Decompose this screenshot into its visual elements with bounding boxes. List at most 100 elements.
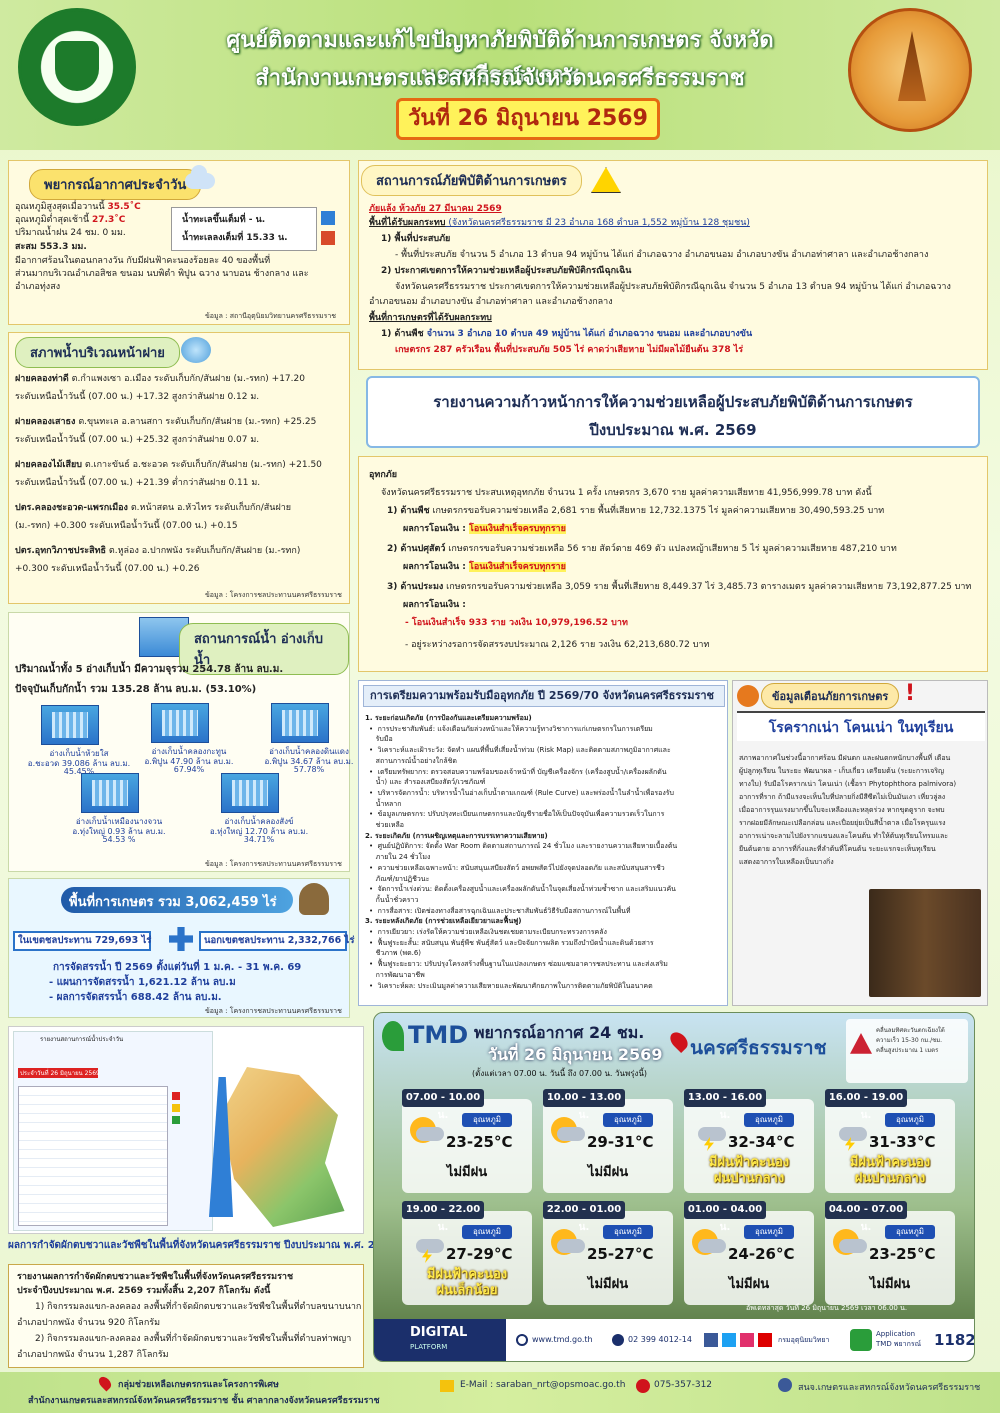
weir-line-2: ระดับเหนือน้ำวันนี้ (07.00 น.) +25.32 สู… [15, 435, 260, 445]
flood-fishery-label: 3) ด้านประมง [387, 582, 444, 592]
slot-condition-1: มีฝนฟ้าคะนอง [849, 1155, 931, 1170]
reservoir-icon [271, 703, 329, 743]
footer-org-2: สำนักงานเกษตรและสหกรณ์จังหวัดนครศรีธรรมร… [28, 1396, 380, 1406]
flood-livestock-transfer-status: โอนเงินสำเร็จครบทุกราย [469, 562, 566, 572]
reservoir-volume: อ.ทุ่งใหญ่ 0.93 ล้าน ลบ.ม. [72, 827, 166, 836]
prep-item: • ฟื้นฟูระยะสั้น: สนับสนุน พันธุ์พืช พัน… [369, 938, 654, 947]
instagram-icon[interactable] [740, 1333, 754, 1347]
preparedness-panel: การเตรียมความพร้อมรับมืออุทกภัย ปี 2569/… [358, 680, 728, 1006]
prep-item: • บริหารจัดการน้ำ: บริหารน้ำในอ่างเก็บน้… [369, 788, 674, 797]
weed-line-6: อำเภอปากพนัง จำนวน 1,287 กิโลกรัม [17, 1350, 169, 1360]
weir-line-1: ฝายคลองท่าดี ต.กำแพงเซา อ.เมือง ระดับเก็… [15, 373, 305, 386]
max-temp-value: 35.5˚C [107, 202, 141, 212]
prep-item: กั้นน้ำชั่วคราว [369, 895, 419, 904]
slot-time: 04.00 - 07.00 น. [825, 1201, 907, 1233]
weir-detail: ต.หน้าสตน อ.หัวไทร ระดับเก็บกัก/สันฝาย [127, 503, 292, 513]
reservoir-name: อ่างเก็บน้ำคลองดินแดง [269, 747, 349, 756]
tmd-app-icon[interactable] [850, 1329, 872, 1351]
max-temp-label: อุณหภูมิสูงสุดเมื่อวานนี้ [15, 202, 108, 212]
prep-item: • ความช่วยเหลือเฉพาะหน้า: สนับสนุนเสบียง… [369, 863, 665, 872]
rain-cloud-icon [185, 165, 215, 189]
platform-label: PLATFORM [410, 1343, 448, 1351]
weir-detail: ต.กำแพงเซา อ.เมือง ระดับเก็บกัก/สันฝาย (… [68, 374, 305, 384]
footer-email[interactable]: E-Mail : saraban_nrt@opsmoac.go.th [460, 1380, 626, 1390]
reservoir-volume: อ.ชะอวด 39.086 ล้าน ลบ.ม. [27, 759, 131, 768]
slot-temperature: 27-29°C [446, 1245, 513, 1263]
alert-line: ยืนต้นตาย อาการที่กิ่งและที่ลำต้นที่โคนต… [739, 845, 936, 853]
slot-condition-1: ไม่มีฝน [587, 1277, 629, 1292]
allocation-plan: - แผนการจัดสรรน้ำ 1,621.12 ล้าน ลบ.ม [49, 977, 236, 988]
flood-crop-transfer-label: ผลการโอนเงิน : [403, 524, 470, 534]
tmd-leaf-icon [382, 1021, 404, 1051]
reservoir-percent: 67.94% [173, 765, 205, 774]
slot-temp-label: อุณหภูมิ [885, 1225, 935, 1239]
footer-bar: กลุ่มช่วยเหลือเกษตรกรและโครงการพิเศษ สำน… [0, 1372, 1000, 1413]
lightning-icon [704, 1137, 714, 1151]
weirs-panel: สภาพน้ำบริเวณหน้าฝาย ข้อมูล : โครงการชลป… [8, 332, 350, 604]
weir-line-2: ระดับเหนือน้ำวันนี้ (07.00 น.) +21.39 ต่… [15, 478, 261, 488]
slot-condition: ไม่มีฝน [553, 1273, 663, 1294]
flood-intro: จังหวัดนครศรีธรรมราช ประสบเหตุอุทกภัย จำ… [381, 488, 872, 498]
weather-desc-2: ส่วนมากบริเวณอำเภอสิชล ขนอม นบพิตำ พิปูน… [15, 269, 309, 279]
weed-line-3: 1) กิจกรรมลงแขก-ลงคลอง ลงพื้นที่กำจัดผัก… [35, 1302, 362, 1312]
prep-item: • การเยียวยา: เร่งรัดให้ความช่วยเหลือเงิ… [369, 928, 607, 936]
sailboat-icon [850, 1033, 872, 1054]
facebook-icon[interactable] [704, 1333, 718, 1347]
cloud-icon [698, 1239, 726, 1253]
slot-temperature: 23-25°C [446, 1133, 513, 1151]
province-seal [848, 8, 972, 132]
globe-icon [516, 1334, 528, 1346]
tide-box: น้ำทะเลขึ้นเต็มที่ - น. น้ำทะเลลงเต็มที่… [171, 207, 317, 251]
address-pin-icon [96, 1374, 114, 1392]
tmd-phone: 02 399 4012-14 [628, 1335, 692, 1344]
weed-title: ผลการกำจัดผักตบชวาและวัชพืชในพื้นที่จังห… [8, 1240, 396, 1251]
tmd-website[interactable]: www.tmd.go.th [532, 1335, 593, 1344]
reservoir-icon [221, 773, 279, 813]
reservoir-icon [41, 705, 99, 745]
mini-table [18, 1086, 168, 1226]
weir-detail: ต.เกาะขันธ์ อ.ชะอวด ระดับเก็บกัก/สันฝาย … [81, 460, 322, 470]
twitter-icon[interactable] [722, 1333, 736, 1347]
flood-warning-icon [591, 167, 621, 193]
emergency-heading: 2) ประกาศเขตการให้ความช่วยเหลือผู้ประสบภ… [381, 266, 632, 276]
thunderstorm-icon [839, 1127, 867, 1141]
alert-line: ผู้ปลูกทุเรียน ในระยะ พัฒนาผล - เก็บเกี่… [739, 767, 944, 775]
footer-facebook-icon[interactable] [778, 1378, 792, 1392]
reservoir-volume: อ.พิปูน 47.90 ล้าน ลบ.ม. [144, 757, 234, 766]
prep-item: • จัดการน้ำเร่งด่วน: ติดตั้งเครื่องสูบน้… [369, 885, 676, 894]
center-title: ศูนย์ติดตามและแก้ไขปัญหาภัยพิบัติด้านการ… [226, 28, 774, 88]
reservoirs-current: ปัจจุบันเก็บกักน้ำ รวม 135.28 ล้าน ลบ.ม.… [15, 684, 257, 695]
reservoirs-panel: สถานการณ์น้ำ อ่างเก็บน้ำ ปริมาณน้ำทั้ง 5… [8, 612, 353, 872]
youtube-icon[interactable] [758, 1333, 772, 1347]
reservoirs-source: ข้อมูล : โครงการชลประทานนครศรีธรรมราช [205, 860, 342, 868]
progress-title-2: ปีงบประมาณ พ.ศ. 2569 [589, 421, 757, 439]
footer-phone: 075-357-312 [654, 1380, 713, 1390]
warning-badge-icon [737, 685, 759, 707]
weather-desc-1: มีอากาศร้อนในตอนกลางวัน กับมีฝนฟ้าคะนองร… [15, 256, 271, 266]
prep-item: • วิเคราะห์ผล: ประเมินมูลค่าความเสียหายแ… [369, 981, 653, 990]
lightning-icon [845, 1137, 855, 1151]
flood-fishery-detail: เกษตรกรขอรับความช่วยเหลือ 3,059 ราย พื้น… [443, 582, 972, 592]
reservoirs-total: ปริมาณน้ำทั้ง 5 อ่างเก็บน้ำ มีความจุรวม … [15, 664, 284, 675]
weir-name: ฝายคลองไม้เสียบ [15, 460, 82, 470]
reservoir-volume: อ.ทุ่งใหญ่ 12.70 ล้าน ลบ.ม. [209, 827, 309, 836]
footer-phone-icon [636, 1379, 650, 1393]
weather-panel: พยากรณ์อากาศประจำวัน อุณหภูมิสูงสุดเมื่อ… [8, 160, 350, 325]
tmd-hotline: 1182 [934, 1331, 975, 1349]
slot-condition-1: ไม่มีฝน [587, 1165, 629, 1180]
disaster-panel: สถานการณ์ภัยพิบัติด้านการเกษตร ภัยแล้ง ห… [358, 160, 988, 370]
alert-line: แสดงอาการใบเหลืองเป็นบางกิ่ง [739, 858, 834, 866]
prep-item: • วิเคราะห์และเฝ้าระวัง: จัดทำ แผนที่พื้… [369, 746, 671, 755]
footer-facebook[interactable]: สนจ.เกษตรและสหกรณ์จังหวัดนครศรีธรรมราช [798, 1383, 981, 1393]
tmd-updated: อัพเดทล่าสุด วันที่ 26 มิถุนายน 2569 เวล… [746, 1304, 908, 1312]
reservoir-percent: 54.53 % [102, 835, 136, 844]
slot-condition-1: ไม่มีฝน [869, 1277, 911, 1292]
flood-fishery-pending: - อยู่ระหว่างรอการจัดสรรงบประมาณ 2,126 ร… [405, 640, 710, 650]
weir-line-2: +0.300 ระดับเหนือน้ำวันนี้ (07.00 น.) +0… [15, 564, 200, 574]
prep-item: ชีวภาพ (พด.6) [369, 949, 422, 958]
slot-condition: มีฝนฟ้าคะนองฝนปานกลาง [835, 1155, 945, 1187]
weir-name: ฝายคลองเสาธง [15, 417, 76, 427]
flood-livestock-detail: เกษตรกรขอรับความช่วยเหลือ 56 ราย สัตว์ตา… [445, 544, 897, 554]
